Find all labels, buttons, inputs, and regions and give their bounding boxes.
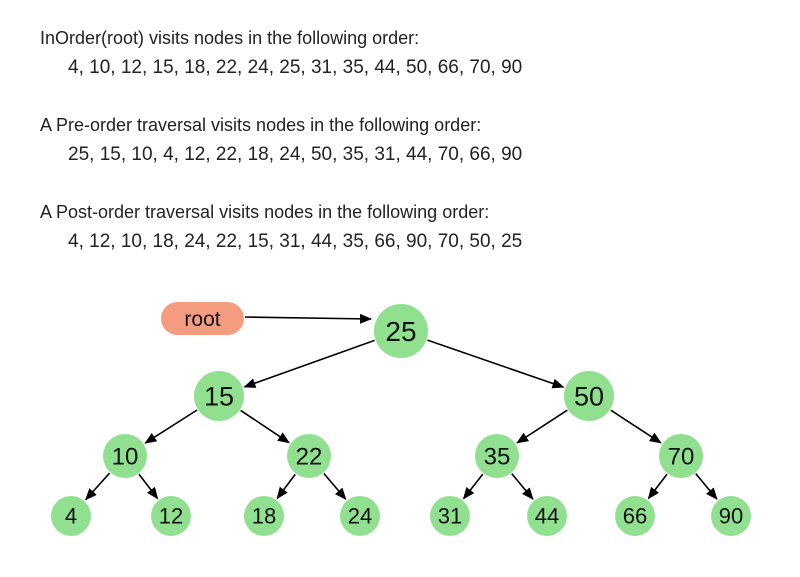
tree-node-label: 70	[668, 443, 695, 470]
preorder-sequence: 25, 15, 10, 4, 12, 22, 18, 24, 50, 35, 3…	[68, 144, 523, 165]
tree-node-circle	[287, 434, 331, 478]
tree-edge-50-70	[610, 409, 662, 444]
tree-node-66: 66	[615, 496, 655, 536]
tree-node-label: 35	[484, 443, 511, 470]
tree-node-label: 25	[385, 316, 416, 347]
tree-node-label: 50	[574, 381, 604, 411]
tree-edge-35-44	[511, 473, 534, 500]
tree-node-circle	[430, 496, 470, 536]
tree-edge-15-10	[144, 409, 198, 444]
tree-node-12: 12	[151, 496, 191, 536]
root-arrow	[244, 313, 372, 324]
tree-edge-25-50	[427, 339, 565, 389]
tree-node-label: 15	[204, 381, 234, 411]
traversal-postorder: A Post-order traversal visits nodes in t…	[40, 198, 522, 256]
tree-node-circle	[564, 371, 614, 421]
tree-node-label: 44	[535, 504, 559, 529]
tree-edge-35-31	[462, 473, 484, 500]
tree-node-90: 90	[711, 496, 751, 536]
tree-node-label: 24	[348, 504, 372, 529]
tree-node-25: 25	[374, 304, 428, 358]
tree-node-50: 50	[564, 371, 614, 421]
tree-node-18: 18	[244, 496, 284, 536]
root-pointer: root	[161, 302, 244, 335]
tree-node-circle	[527, 496, 567, 536]
tree-edge-22-18	[276, 473, 296, 500]
tree-node-circle	[475, 434, 519, 478]
root-pointer-label: root	[184, 308, 220, 331]
tree-node-circle	[103, 434, 147, 478]
tree-node-4: 4	[51, 496, 91, 536]
inorder-heading: InOrder(root) visits nodes in the follow…	[40, 28, 420, 48]
tree-node-label: 10	[112, 443, 139, 470]
tree-node-label: 4	[65, 504, 77, 529]
tree-edge-22-24	[323, 473, 347, 500]
tree-node-circle	[374, 304, 428, 358]
tree-node-label: 31	[438, 504, 462, 529]
traversal-text-block: InOrder(root) visits nodes in the follow…	[40, 24, 522, 285]
tree-node-label: 18	[252, 504, 276, 529]
tree-node-35: 35	[475, 434, 519, 478]
tree-node-circle	[659, 434, 703, 478]
tree-node-label: 12	[159, 504, 183, 529]
tree-edge-70-90	[695, 473, 718, 500]
tree-edge-15-22	[240, 409, 290, 444]
tree-node-circle	[151, 496, 191, 536]
tree-node-label: 22	[296, 443, 323, 470]
tree-node-circle	[194, 371, 244, 421]
tree-node-44: 44	[527, 496, 567, 536]
tree-node-label: 90	[719, 504, 743, 529]
tree-node-70: 70	[659, 434, 703, 478]
tree-node-31: 31	[430, 496, 470, 536]
tree-node-circle	[244, 496, 284, 536]
tree-node-circle	[711, 496, 751, 536]
tree-edge-25-15	[243, 339, 375, 388]
tree-node-circle	[340, 496, 380, 536]
tree-node-circle	[51, 496, 91, 536]
tree-edge-50-35	[516, 409, 568, 444]
inorder-sequence: 4, 10, 12, 15, 18, 22, 24, 25, 31, 35, 4…	[68, 57, 523, 78]
tree-edge-10-4	[85, 472, 111, 501]
tree-edge-70-66	[647, 473, 668, 500]
postorder-sequence: 4, 12, 10, 18, 24, 22, 15, 31, 44, 35, 6…	[68, 231, 523, 252]
tree-node-15: 15	[194, 371, 244, 421]
preorder-heading: A Pre-order traversal visits nodes in th…	[40, 115, 482, 135]
traversal-preorder: A Pre-order traversal visits nodes in th…	[40, 111, 522, 169]
tree-node-24: 24	[340, 496, 380, 536]
tree-node-22: 22	[287, 434, 331, 478]
traversal-inorder: InOrder(root) visits nodes in the follow…	[40, 24, 522, 82]
tree-node-circle	[615, 496, 655, 536]
postorder-heading: A Post-order traversal visits nodes in t…	[40, 202, 490, 222]
tree-edge-10-12	[138, 473, 159, 500]
root-pointer-pill	[161, 302, 244, 335]
tree-node-10: 10	[103, 434, 147, 478]
tree-node-label: 66	[623, 504, 647, 529]
